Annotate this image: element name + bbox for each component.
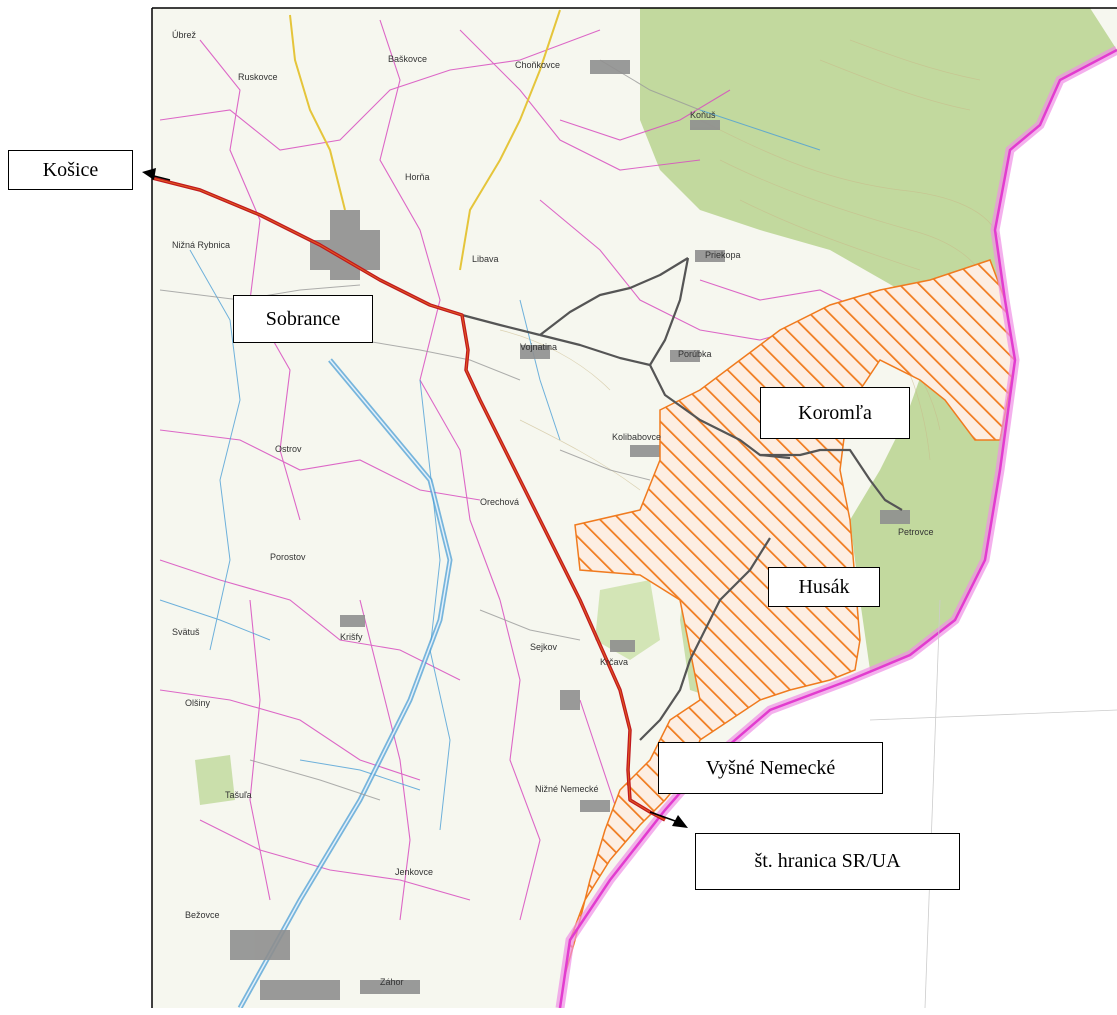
- place-label-svaous: Svätuš: [172, 627, 200, 637]
- main-road-inner: [152, 177, 666, 821]
- place-label-libava: Libava: [472, 254, 499, 264]
- place-label-petrovce: Petrovce: [898, 527, 934, 537]
- place-label-bezovce: Bežovce: [185, 910, 220, 920]
- access-roads: [461, 257, 903, 741]
- callout-vysne-nemecke: Vyšné Nemecké: [658, 742, 883, 794]
- kosice-arrow: [142, 168, 171, 181]
- place-label-krisfy: Krišfy: [340, 632, 363, 642]
- callout-husak: Husák: [768, 567, 880, 607]
- place-label-jenkovce: Jenkovce: [395, 867, 433, 877]
- state-border-line: [558, 48, 1117, 1008]
- border-arrow: [649, 811, 688, 828]
- place-label-priekopa: Priekopa: [705, 250, 741, 260]
- callout-sobrance: Sobrance: [233, 295, 373, 343]
- callout-state-border: št. hranica SR/UA: [695, 833, 960, 890]
- place-label-chonkovce: Choňkovce: [515, 60, 560, 70]
- place-label-horna: Horňa: [405, 172, 430, 182]
- place-label-porostov: Porostov: [270, 552, 306, 562]
- place-label-ubrez: Úbrež: [172, 30, 197, 40]
- place-label-baskovce: Baškovce: [388, 54, 427, 64]
- place-label-olsiny: Olšiny: [185, 698, 211, 708]
- place-label-tasula: Tašuľa: [225, 790, 252, 800]
- settlements: [230, 60, 910, 1000]
- callout-koromla: Koromľa: [760, 387, 910, 439]
- place-label-vojnatina: Vojnatina: [520, 342, 557, 352]
- map-grid: [869, 599, 1117, 1008]
- callout-kosice: Košice: [8, 150, 133, 190]
- place-label-krcava: Krčava: [600, 657, 628, 667]
- place-label-porubka: Porúbka: [678, 349, 712, 359]
- streams: [159, 109, 821, 831]
- protected-area-hatch: [564, 259, 1016, 976]
- canal: [237, 358, 453, 1008]
- foreign-territory: [560, 50, 1117, 1008]
- local-roads: [159, 59, 701, 801]
- place-label-sejkov: Sejkov: [530, 642, 558, 652]
- place-label-kolibabovce: Kolibabovce: [612, 432, 661, 442]
- place-label-nizna-rybnica: Nižná Rybnica: [172, 240, 230, 250]
- minor-roads: [289, 9, 561, 271]
- place-label-ostrov: Ostrov: [275, 444, 302, 454]
- place-label-nizne-nemecke: Nižné Nemecké: [535, 784, 599, 794]
- forest-area-4: [195, 755, 235, 805]
- place-label-ruskovce: Ruskovce: [238, 72, 278, 82]
- place-label-zahor: Záhor: [380, 977, 404, 987]
- forest-area: [640, 8, 1117, 670]
- place-label-orechova: Orechová: [480, 497, 519, 507]
- place-label-konus: Koňuš: [690, 110, 716, 120]
